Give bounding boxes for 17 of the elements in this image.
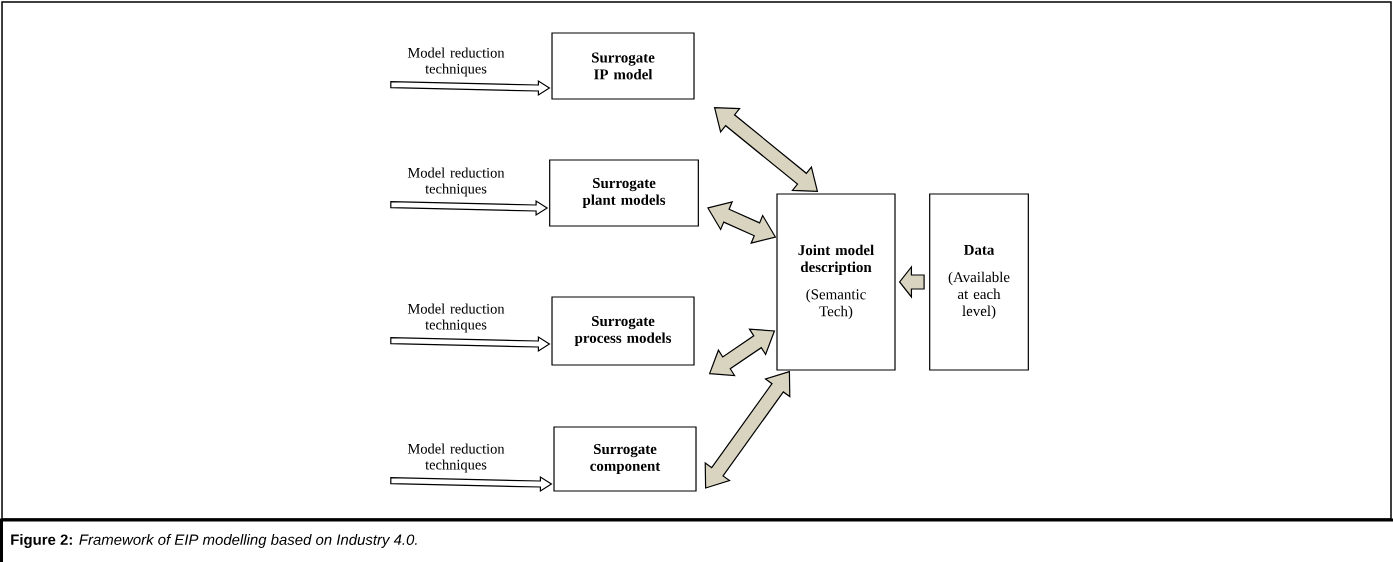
hollow-arrow [390, 199, 549, 217]
text-box: Surrogate plant models [549, 159, 699, 227]
technique-label: Model reduction techniques [407, 443, 505, 473]
technique-label: Model reduction techniques [407, 47, 505, 77]
text-box: Surrogate IP model [551, 32, 695, 100]
text-box: Surrogate process models [551, 296, 695, 366]
text-box: Joint model description (Semantic Tech) [776, 193, 896, 371]
hollow-arrow [390, 475, 553, 493]
hollow-arrow [390, 335, 551, 353]
technique-label: Model reduction techniques [407, 303, 505, 333]
hollow-arrow [390, 79, 551, 97]
block-arrow [704, 370, 791, 489]
figure-caption: Figure 2: Framework of EIP modelling based on Industry 4.0. [11, 534, 417, 548]
text-box: Data (Available at each level) [929, 193, 1029, 371]
text-box: Surrogate component [553, 426, 697, 492]
block-arrow [898, 265, 925, 299]
technique-label: Model reduction techniques [407, 167, 505, 197]
